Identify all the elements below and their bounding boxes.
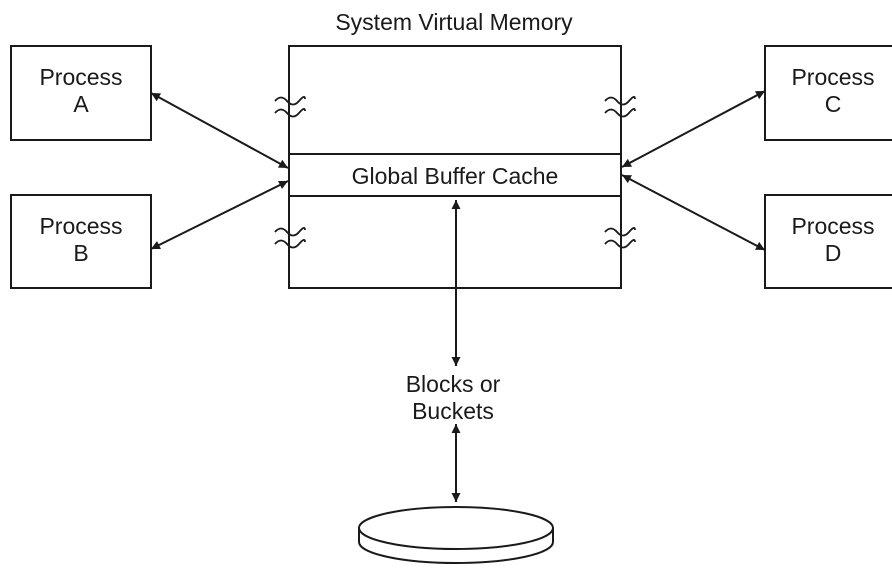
process-b-box: Process B <box>10 194 152 289</box>
arrow-process-c-cache <box>621 90 766 168</box>
memory-title: System Virtual Memory <box>335 9 573 35</box>
global-buffer-cache-label: Global Buffer Cache <box>352 163 559 189</box>
global-buffer-cache-box <box>288 153 622 197</box>
process-a-box: Process A <box>10 45 152 141</box>
process-c-label: Process <box>791 64 874 90</box>
process-d-box: Process D <box>764 194 892 289</box>
blocks-buckets-label-line1: Blocks or <box>406 371 501 397</box>
process-b-id: B <box>73 240 88 266</box>
process-a-label: Process <box>39 64 122 90</box>
blocks-buckets-label-line2: Buckets <box>412 398 494 424</box>
process-c-box: Process C <box>764 45 892 141</box>
process-b-label: Process <box>39 213 122 239</box>
process-c-id: C <box>825 91 842 117</box>
disk-platter-icon <box>358 506 554 564</box>
arrow-process-a-cache <box>150 92 289 169</box>
process-d-label: Process <box>791 213 874 239</box>
process-d-id: D <box>825 240 842 266</box>
process-a-id: A <box>73 91 89 117</box>
arrow-process-b-cache <box>150 180 289 250</box>
arrow-process-d-cache <box>621 174 766 251</box>
